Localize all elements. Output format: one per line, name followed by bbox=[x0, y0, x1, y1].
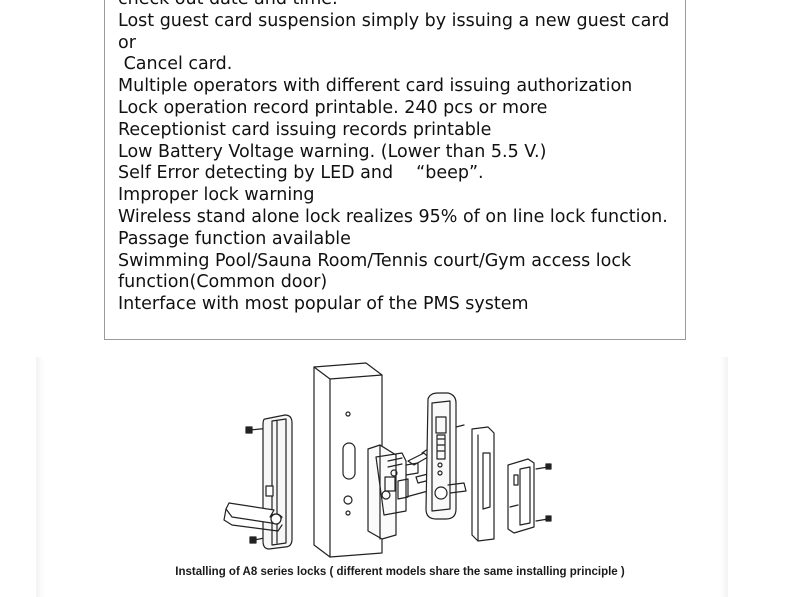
installation-diagram bbox=[36, 357, 728, 597]
feature-item: Receptionist card issuing records printa… bbox=[118, 119, 492, 140]
feature-item: Passage function available bbox=[118, 228, 351, 249]
feature-item: function(Common door) bbox=[118, 272, 328, 293]
feature-item: Improper lock warning bbox=[118, 185, 315, 206]
feature-item: Low Battery Voltage warning. (Lower than… bbox=[118, 141, 547, 162]
feature-item: Self Error detecting by LED and “beep”. bbox=[118, 163, 484, 184]
screw-icon bbox=[535, 515, 552, 522]
feature-item: Lock operation record printable. 240 pcs… bbox=[118, 97, 548, 118]
strike-plate-icon bbox=[507, 458, 535, 534]
feature-item: Lost guest card suspension simply by iss… bbox=[118, 10, 675, 53]
back-panel-icon bbox=[425, 392, 467, 520]
feature-item: Cancel card. bbox=[118, 54, 233, 75]
front-handle-panel-icon bbox=[223, 414, 293, 550]
feature-item: Swimming Pool/Sauna Room/Tennis court/Gy… bbox=[118, 250, 632, 271]
feature-list: check out date and time. Lost guest card… bbox=[118, 0, 684, 316]
feature-list-box: check out date and time. Lost guest card… bbox=[104, 0, 686, 340]
diagram-caption: Installing of A8 series locks ( differen… bbox=[175, 566, 625, 578]
mortise-lock-icon bbox=[367, 444, 419, 540]
feature-item: Interface with most popular of the PMS s… bbox=[118, 294, 529, 315]
feature-item: Multiple operators with different card i… bbox=[118, 76, 633, 97]
exploded-lock-illustration bbox=[223, 362, 552, 558]
screw-icon bbox=[535, 463, 552, 470]
strike-box-icon bbox=[471, 426, 495, 542]
feature-item: check out date and time. bbox=[118, 0, 684, 11]
door-slab-icon bbox=[313, 362, 383, 558]
feature-item: Wireless stand alone lock realizes 95% o… bbox=[118, 206, 668, 227]
